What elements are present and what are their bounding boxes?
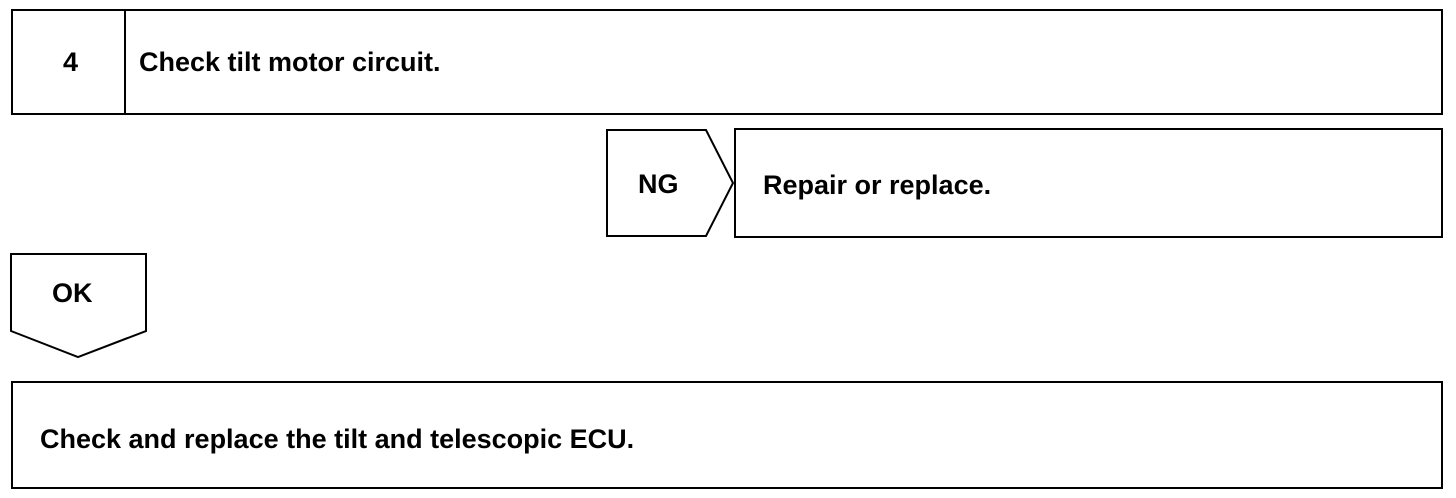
next-step-text: Check and replace the tilt and telescopi… (40, 424, 635, 454)
ng-action-text: Repair or replace. (763, 170, 992, 200)
next-step-box: Check and replace the tilt and telescopi… (11, 381, 1443, 489)
step-number: 4 (63, 47, 79, 77)
step-title: Check tilt motor circuit. (139, 47, 441, 77)
ng-label: NG (638, 169, 679, 199)
ng-arrow (606, 129, 735, 237)
ok-label: OK (52, 278, 93, 308)
step-number-divider (124, 11, 126, 113)
ok-arrow (10, 253, 147, 359)
step-header-box: 4 Check tilt motor circuit. (11, 9, 1443, 115)
ng-action-box: Repair or replace. (734, 128, 1443, 238)
